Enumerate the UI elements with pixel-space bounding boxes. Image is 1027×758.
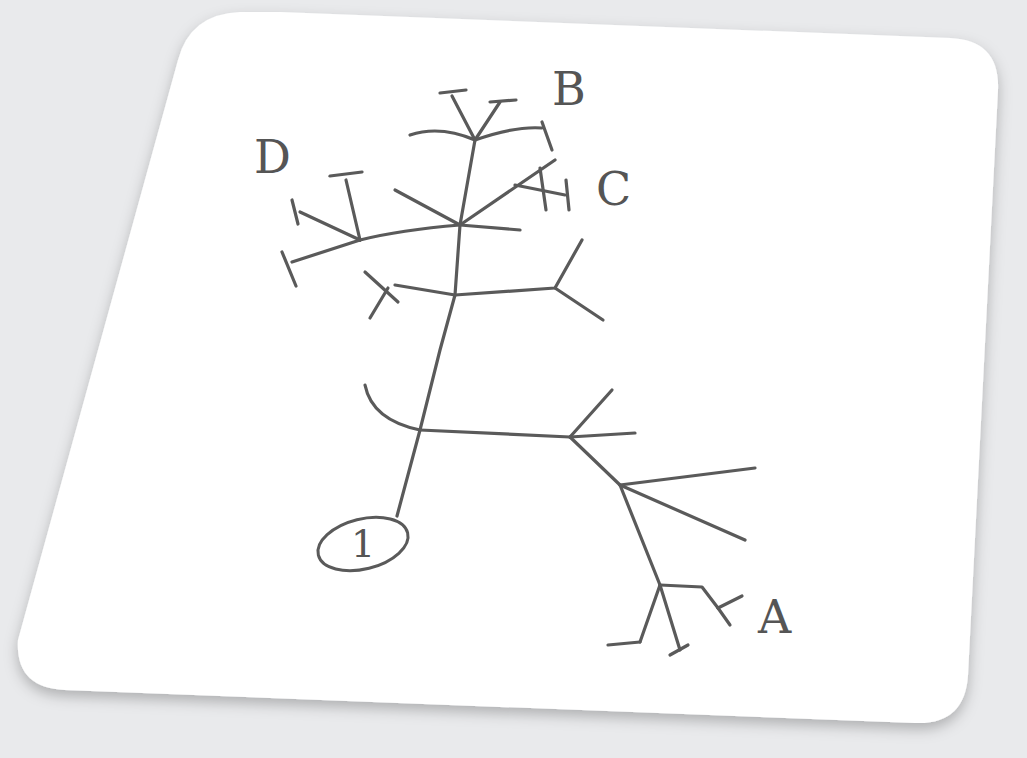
species-letter: D	[254, 134, 291, 180]
species-letter: A	[758, 594, 791, 640]
tree-branches	[282, 90, 755, 655]
species-letter: B	[552, 66, 586, 112]
species-letter: C	[596, 166, 631, 212]
callout-number: 1	[351, 525, 375, 563]
card	[18, 12, 998, 723]
circled-number: 1	[315, 517, 411, 571]
